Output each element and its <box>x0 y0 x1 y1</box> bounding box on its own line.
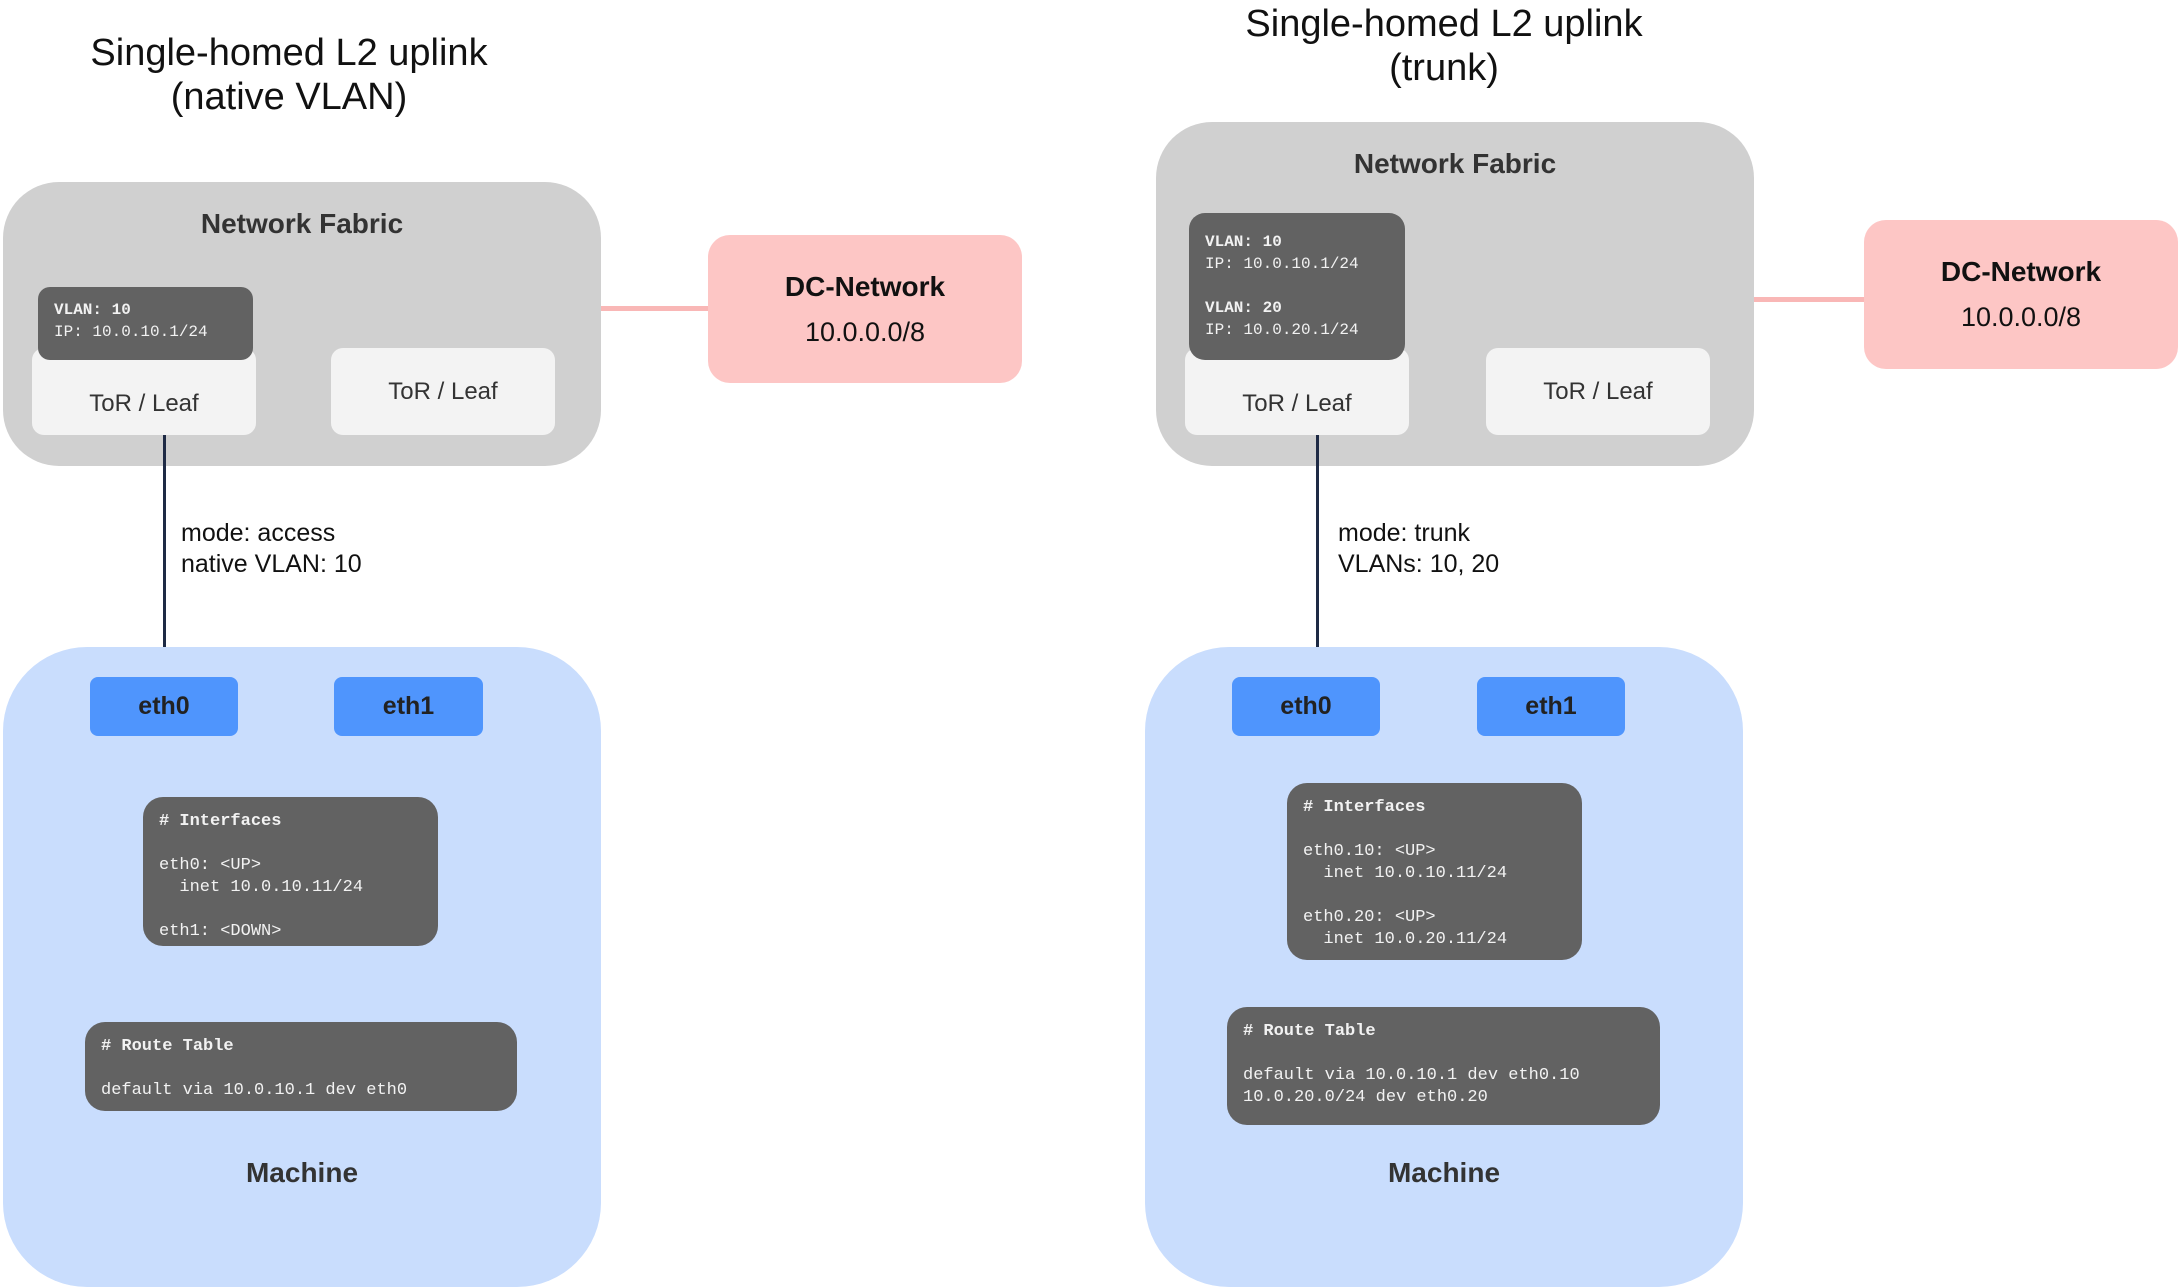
left-interfaces-box: # Interfaces eth0: <UP> inet 10.0.10.11/… <box>143 797 438 946</box>
right-machine-label: Machine <box>1387 1157 1501 1188</box>
link-mode: mode: trunk <box>1338 519 1471 547</box>
dc-network-name: DC-Network <box>1940 256 2102 287</box>
link-vlan: VLANs: 10, 20 <box>1338 550 1500 578</box>
right-title: Single-homed L2 uplink (trunk) <box>1094 2 1794 90</box>
right-route-table-box: # Route Table default via 10.0.10.1 dev … <box>1227 1007 1660 1125</box>
route-line: default via 10.0.10.1 dev eth0.10 <box>1243 1066 1580 1085</box>
right-title-line1: Single-homed L2 uplink <box>1245 3 1643 45</box>
left-machine <box>3 647 601 1287</box>
right-eth0[interactable]: eth0 <box>1232 677 1380 736</box>
interface-line: eth0: <UP> <box>159 856 262 875</box>
route-line: 10.0.20.0/24 dev eth0.20 <box>1243 1088 1488 1107</box>
right-eth1[interactable]: eth1 <box>1477 677 1625 736</box>
interface-line: inet 10.0.10.11/24 <box>159 878 364 897</box>
left-title-line1: Single-homed L2 uplink <box>90 32 488 74</box>
interface-line: eth0.10: <UP> <box>1303 842 1436 861</box>
left-title-line2: (native VLAN) <box>170 76 408 118</box>
right-dc-link <box>1751 297 1866 302</box>
left-machine-label: Machine <box>245 1157 359 1188</box>
route-header: # Route Table <box>101 1037 234 1056</box>
left-link-label: mode: access native VLAN: 10 <box>181 518 362 580</box>
left-title: Single-homed L2 uplink (native VLAN) <box>0 31 639 119</box>
tor-label: ToR / Leaf <box>388 377 498 405</box>
left-tor-leaf-1[interactable]: ToR / Leaf <box>32 348 256 435</box>
vlan-line: VLAN: 10 <box>1205 233 1282 251</box>
ip-line: IP: 10.0.10.1/24 <box>54 323 208 341</box>
interface-line: eth0.20: <UP> <box>1303 908 1436 927</box>
left-eth1[interactable]: eth1 <box>334 677 483 736</box>
link-mode: mode: access <box>181 519 336 547</box>
route-header: # Route Table <box>1243 1022 1376 1041</box>
left-uplink-line <box>163 435 166 679</box>
right-tor-leaf-1[interactable]: ToR / Leaf <box>1185 348 1409 435</box>
left-tor-leaf-2[interactable]: ToR / Leaf <box>331 348 555 435</box>
right-machine <box>1145 647 1743 1287</box>
interfaces-header: # Interfaces <box>1303 798 1426 817</box>
tor-label: ToR / Leaf <box>1543 377 1653 405</box>
left-route-table-box: # Route Table default via 10.0.10.1 dev … <box>85 1022 517 1111</box>
left-eth0[interactable]: eth0 <box>90 677 238 736</box>
right-title-line2: (trunk) <box>1389 47 1499 89</box>
left-vlan-info: VLAN: 10 IP: 10.0.10.1/24 <box>38 287 253 360</box>
right-uplink-line <box>1316 435 1319 679</box>
ip-line: IP: 10.0.10.1/24 <box>1205 255 1359 273</box>
interface-line: eth1: <DOWN> <box>159 922 282 941</box>
dc-network-cidr: 10.0.0.0/8 <box>1960 302 2082 332</box>
right-vlan-info: VLAN: 10 IP: 10.0.10.1/24 VLAN: 20 IP: 1… <box>1189 213 1405 360</box>
right-dc-network[interactable]: DC-Network 10.0.0.0/8 <box>1864 220 2178 369</box>
left-dc-link <box>598 306 710 311</box>
route-line: default via 10.0.10.1 dev eth0 <box>101 1081 408 1100</box>
left-fabric-label: Network Fabric <box>200 208 404 239</box>
dc-network-name: DC-Network <box>784 270 946 302</box>
tor-label: ToR / Leaf <box>1242 389 1352 417</box>
right-fabric-label: Network Fabric <box>1353 148 1557 179</box>
link-vlan: native VLAN: 10 <box>181 550 362 578</box>
tor-label: ToR / Leaf <box>89 389 199 417</box>
interface-line: inet 10.0.10.11/24 <box>1303 864 1508 883</box>
vlan-line: VLAN: 10 <box>54 301 131 319</box>
left-dc-network[interactable]: DC-Network 10.0.0.0/8 <box>708 235 1022 383</box>
right-interfaces-box: # Interfaces eth0.10: <UP> inet 10.0.10.… <box>1287 783 1582 960</box>
interface-line: inet 10.0.20.11/24 <box>1303 930 1508 949</box>
ip-line: IP: 10.0.20.1/24 <box>1205 321 1359 339</box>
right-tor-leaf-2[interactable]: ToR / Leaf <box>1486 348 1710 435</box>
interfaces-header: # Interfaces <box>159 812 282 831</box>
vlan-line: VLAN: 20 <box>1205 299 1282 317</box>
dc-network-cidr: 10.0.0.0/8 <box>804 316 926 347</box>
